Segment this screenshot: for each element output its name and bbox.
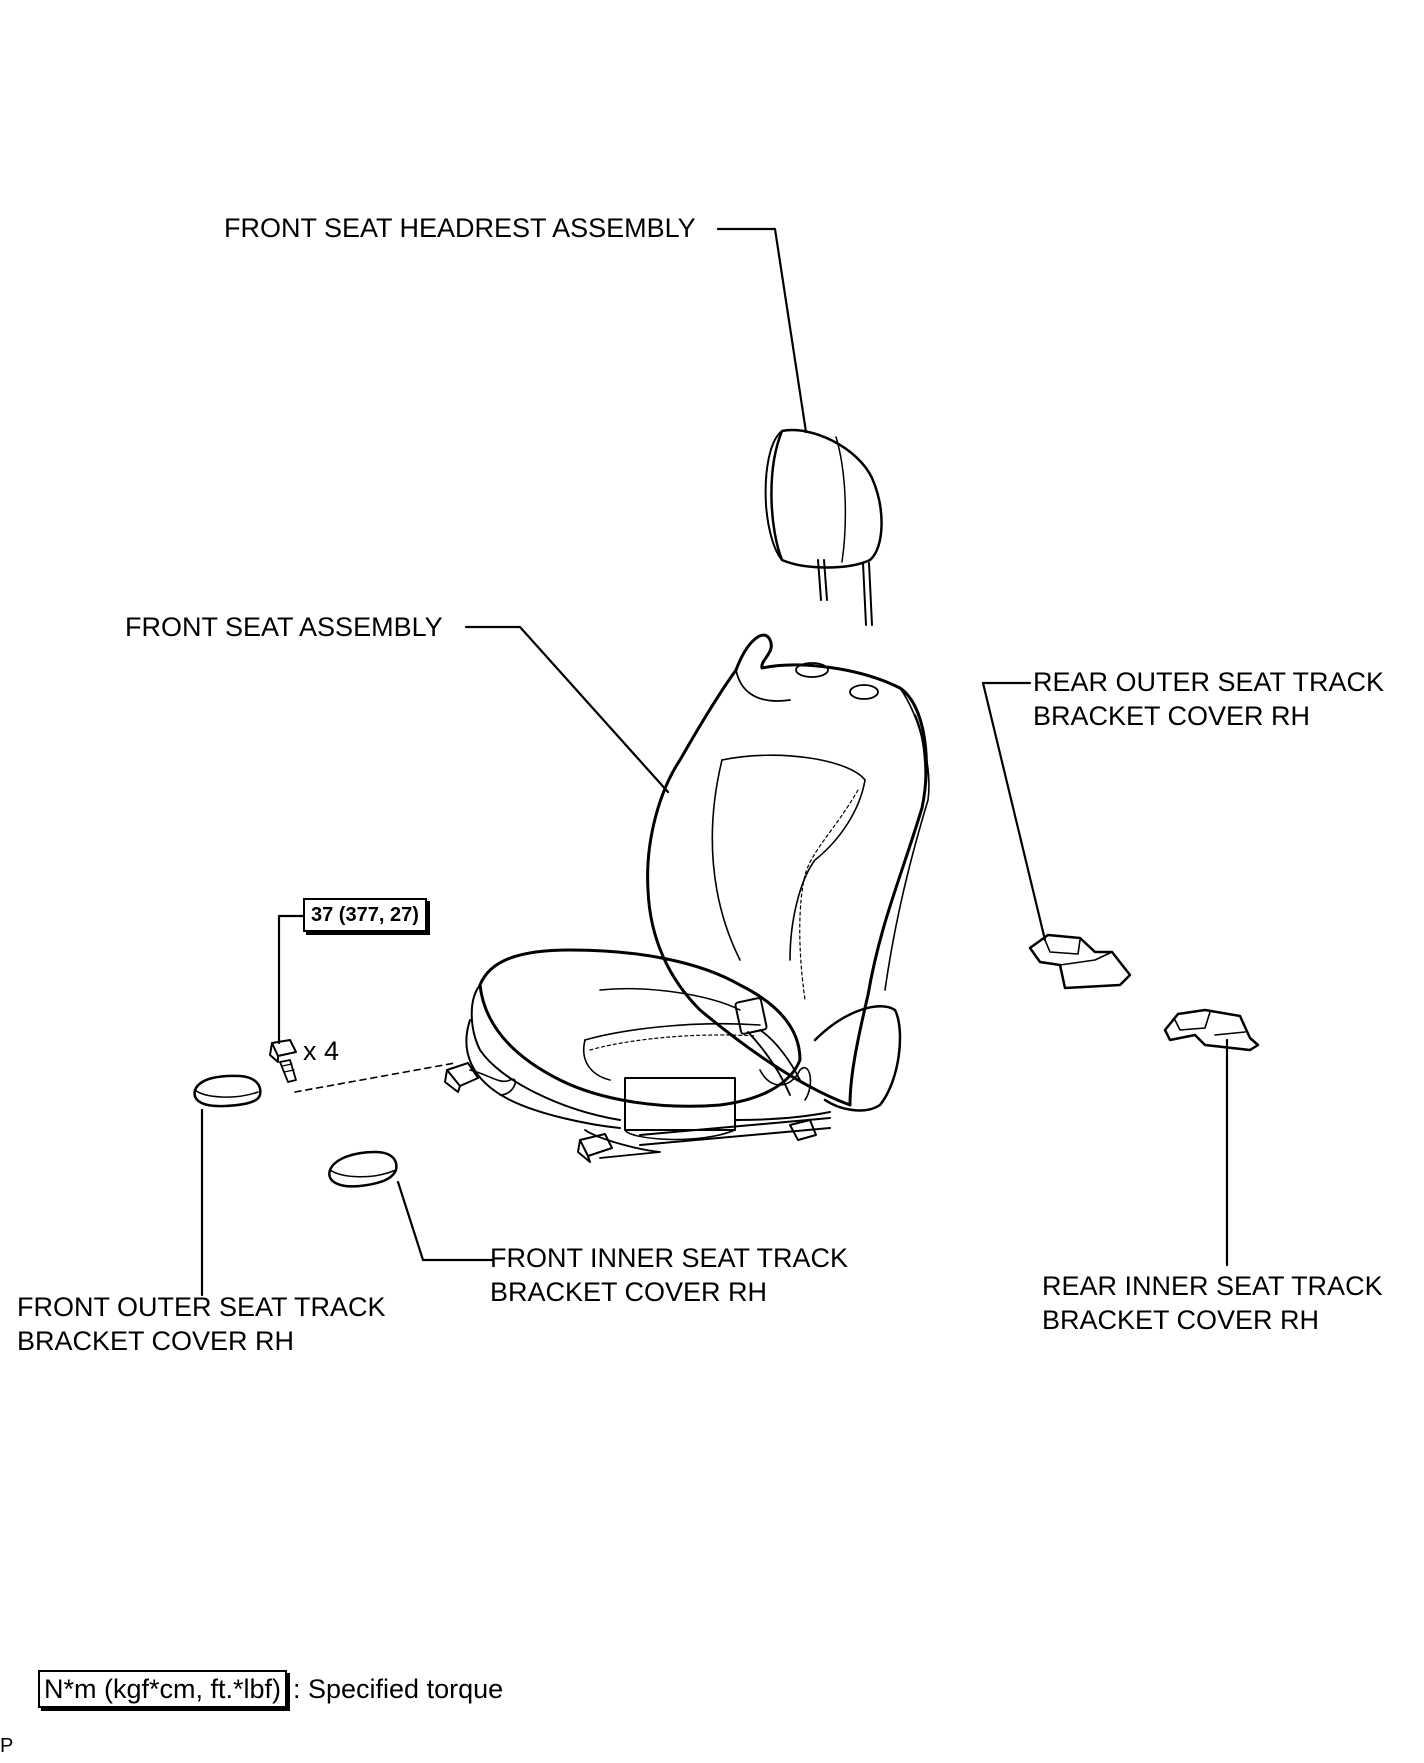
corner-mark: P <box>0 1735 14 1757</box>
torque-spec-box: 37 (377, 27) <box>303 898 427 932</box>
bolt-quantity: x 4 <box>303 1036 340 1066</box>
label-front-inner-line1: FRONT INNER SEAT TRACK <box>490 1243 849 1273</box>
label-front-seat: FRONT SEAT ASSEMBLY <box>125 612 443 642</box>
label-front-outer-line1: FRONT OUTER SEAT TRACK <box>17 1292 386 1322</box>
rail-foot-front-left <box>444 1062 479 1093</box>
front-outer-cover-drawing <box>193 1074 262 1108</box>
legend-torque-unit-box: N*m (kgf*cm, ft.*lbf) <box>38 1670 288 1708</box>
legend-description: : Specified torque <box>293 1674 504 1704</box>
leader-seat <box>464 625 670 794</box>
rail-foot-front-right <box>577 1133 613 1163</box>
leader-headrest <box>716 227 808 434</box>
label-front-outer-line2: BRACKET COVER RH <box>17 1326 295 1356</box>
seat-cushion-drawing <box>465 948 902 1159</box>
rear-outer-cover-drawing <box>1028 933 1132 990</box>
seat-back-drawing <box>646 633 930 1107</box>
label-rear-outer-line2: BRACKET COVER RH <box>1033 701 1311 731</box>
label-rear-outer-line1: REAR OUTER SEAT TRACK <box>1033 667 1385 697</box>
bolt-icon <box>269 1039 297 1083</box>
headrest-drawing <box>764 428 883 626</box>
label-headrest: FRONT SEAT HEADREST ASSEMBLY <box>224 213 696 243</box>
label-rear-inner-line2: BRACKET COVER RH <box>1042 1305 1320 1335</box>
leader-front-inner <box>396 1180 494 1262</box>
leader-torque <box>277 914 305 1045</box>
bolt-path-dashed <box>294 1062 456 1093</box>
label-rear-inner-line1: REAR INNER SEAT TRACK <box>1042 1271 1383 1301</box>
label-front-inner-line2: BRACKET COVER RH <box>490 1277 768 1307</box>
rear-inner-cover-drawing <box>1163 1008 1260 1052</box>
leader-lines <box>200 227 1229 1297</box>
leader-rear-outer <box>981 681 1047 942</box>
front-inner-cover-drawing <box>328 1150 398 1188</box>
rail-foot-rear <box>789 1119 817 1141</box>
